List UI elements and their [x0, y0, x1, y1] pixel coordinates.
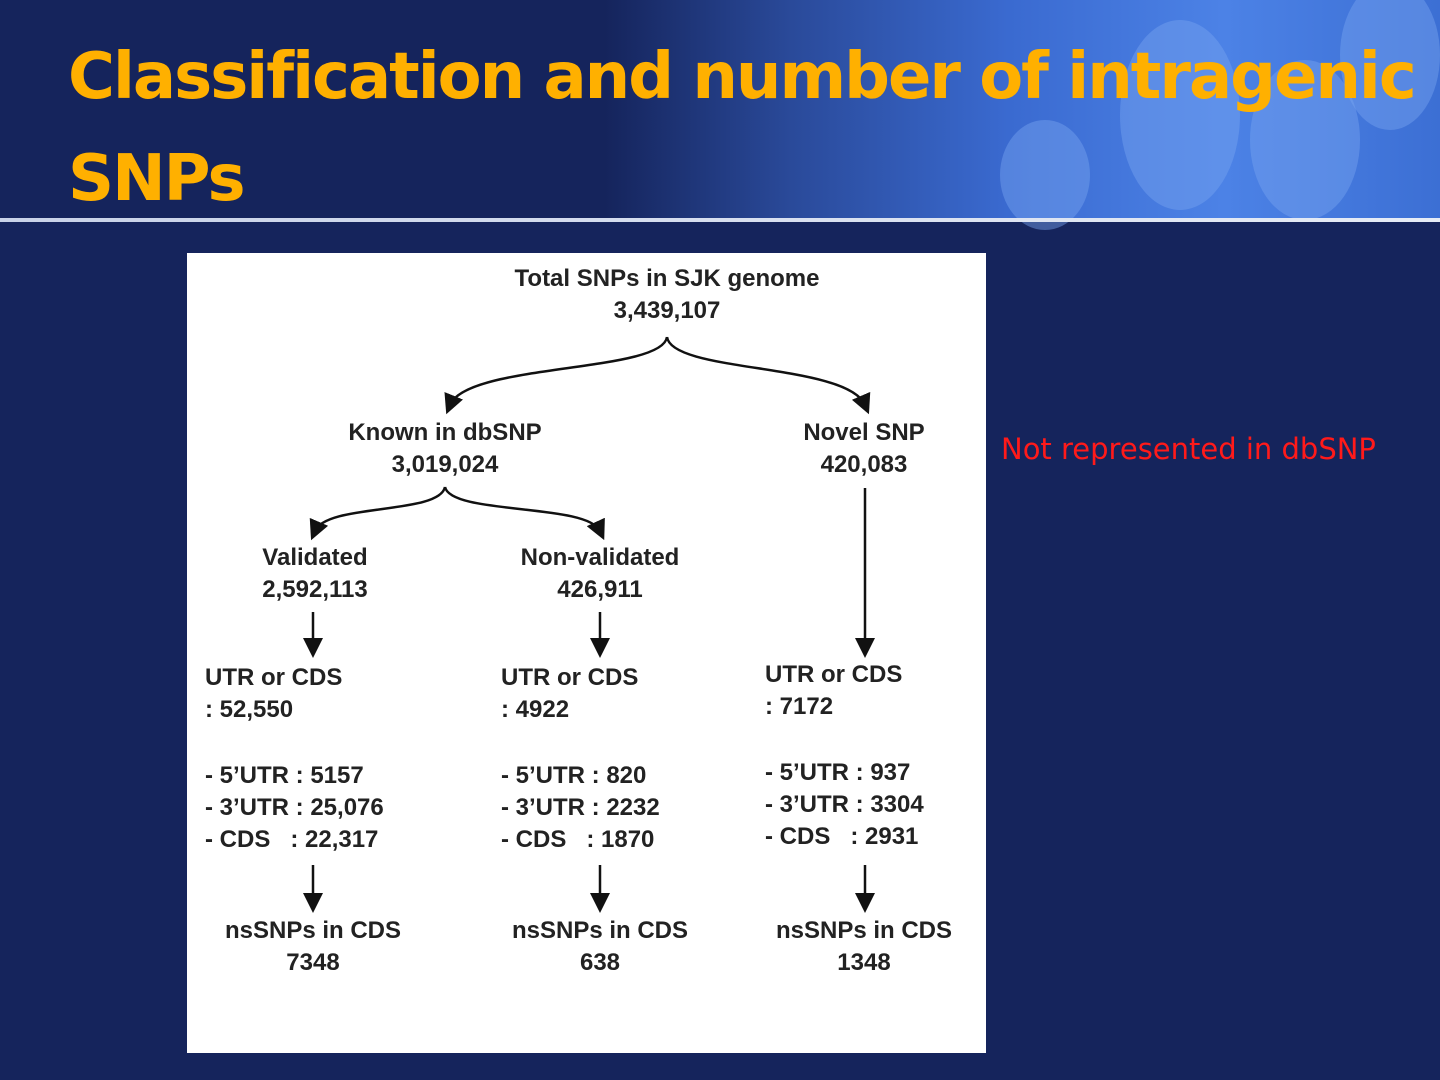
utr5: - 5’UTR : 820 [501, 762, 647, 789]
snp-classification-diagram: Total SNPs in SJK genome 3,439,107 Known … [187, 253, 986, 1053]
split-arrow-nonvalidated [443, 486, 605, 541]
pill-decoration [1120, 20, 1240, 210]
slide-title: Classification and number of intragenic … [68, 40, 1417, 216]
ns-value: 638 [579, 949, 621, 976]
ns-label: nsSNPs in CDS [511, 917, 689, 944]
header-divider [0, 218, 1440, 222]
col2-utr-cds: UTR or CDS : 4922 [501, 662, 638, 726]
known-label: Known in dbSNP [348, 419, 542, 446]
pill-decoration [1340, 0, 1440, 130]
col1-utr-cds: UTR or CDS : 52,550 [205, 662, 342, 726]
col3-nssnps: nsSNPs in CDS 1348 [776, 915, 952, 979]
ns-label: nsSNPs in CDS [775, 917, 953, 944]
col3-utr-cds: UTR or CDS : 7172 [765, 659, 902, 723]
utr3: - 3’UTR : 25,076 [205, 794, 384, 821]
nonvalidated-node: Non-validated 426,911 [521, 542, 680, 606]
validated-value: 2,592,113 [262, 576, 368, 603]
col2-breakdown: - 5’UTR : 820 - 3’UTR : 2232 - CDS : 1870 [501, 760, 660, 856]
known-value: 3,019,024 [391, 451, 499, 478]
cds: - CDS : 1870 [501, 826, 655, 853]
utr-cds-value: : 52,550 [205, 696, 294, 723]
ns-value: 1348 [837, 949, 891, 976]
diagram-arrows [303, 336, 875, 913]
novel-annotation: Not represented in dbSNP [1001, 432, 1376, 466]
utr-cds-label: UTR or CDS [501, 664, 639, 691]
nonvalidated-label: Non-validated [520, 544, 680, 571]
utr-cds-label: UTR or CDS [765, 661, 903, 688]
col1-breakdown: - 5’UTR : 5157 - 3’UTR : 25,076 - CDS : 22… [205, 760, 384, 856]
col2-nssnps: nsSNPs in CDS 638 [512, 915, 688, 979]
utr3: - 3’UTR : 2232 [501, 794, 660, 821]
novel-value: 420,083 [820, 451, 908, 478]
split-arrow-validated [309, 486, 447, 541]
total-node: Total SNPs in SJK genome 3,439,107 [515, 263, 820, 327]
novel-node: Novel SNP 420,083 [803, 417, 924, 481]
ns-value: 7348 [286, 949, 340, 976]
known-node: Known in dbSNP 3,019,024 [348, 417, 541, 481]
utr5: - 5’UTR : 5157 [205, 762, 364, 789]
split-arrow-novel [665, 336, 871, 415]
col3-breakdown: - 5’UTR : 937 - 3’UTR : 3304 - CDS : 2931 [765, 757, 924, 853]
pill-decoration [1250, 60, 1360, 220]
utr-cds-value: : 4922 [501, 696, 570, 723]
total-value: 3,439,107 [613, 297, 721, 324]
validated-label: Validated [262, 544, 368, 571]
nonvalidated-value: 426,911 [557, 576, 643, 603]
col1-nssnps: nsSNPs in CDS 7348 [225, 915, 401, 979]
utr3: - 3’UTR : 3304 [765, 791, 924, 818]
split-arrow-known [444, 336, 669, 415]
pill-decoration [1000, 120, 1090, 230]
cds: - CDS : 22,317 [205, 826, 379, 853]
total-label: Total SNPs in SJK genome [514, 265, 820, 292]
cds: - CDS : 2931 [765, 823, 919, 850]
utr-cds-value: : 7172 [765, 693, 834, 720]
utr5: - 5’UTR : 937 [765, 759, 911, 786]
utr-cds-label: UTR or CDS [205, 664, 343, 691]
header-banner [0, 0, 1440, 230]
ns-label: nsSNPs in CDS [224, 917, 402, 944]
validated-node: Validated 2,592,113 [262, 542, 367, 606]
novel-label: Novel SNP [803, 419, 925, 446]
